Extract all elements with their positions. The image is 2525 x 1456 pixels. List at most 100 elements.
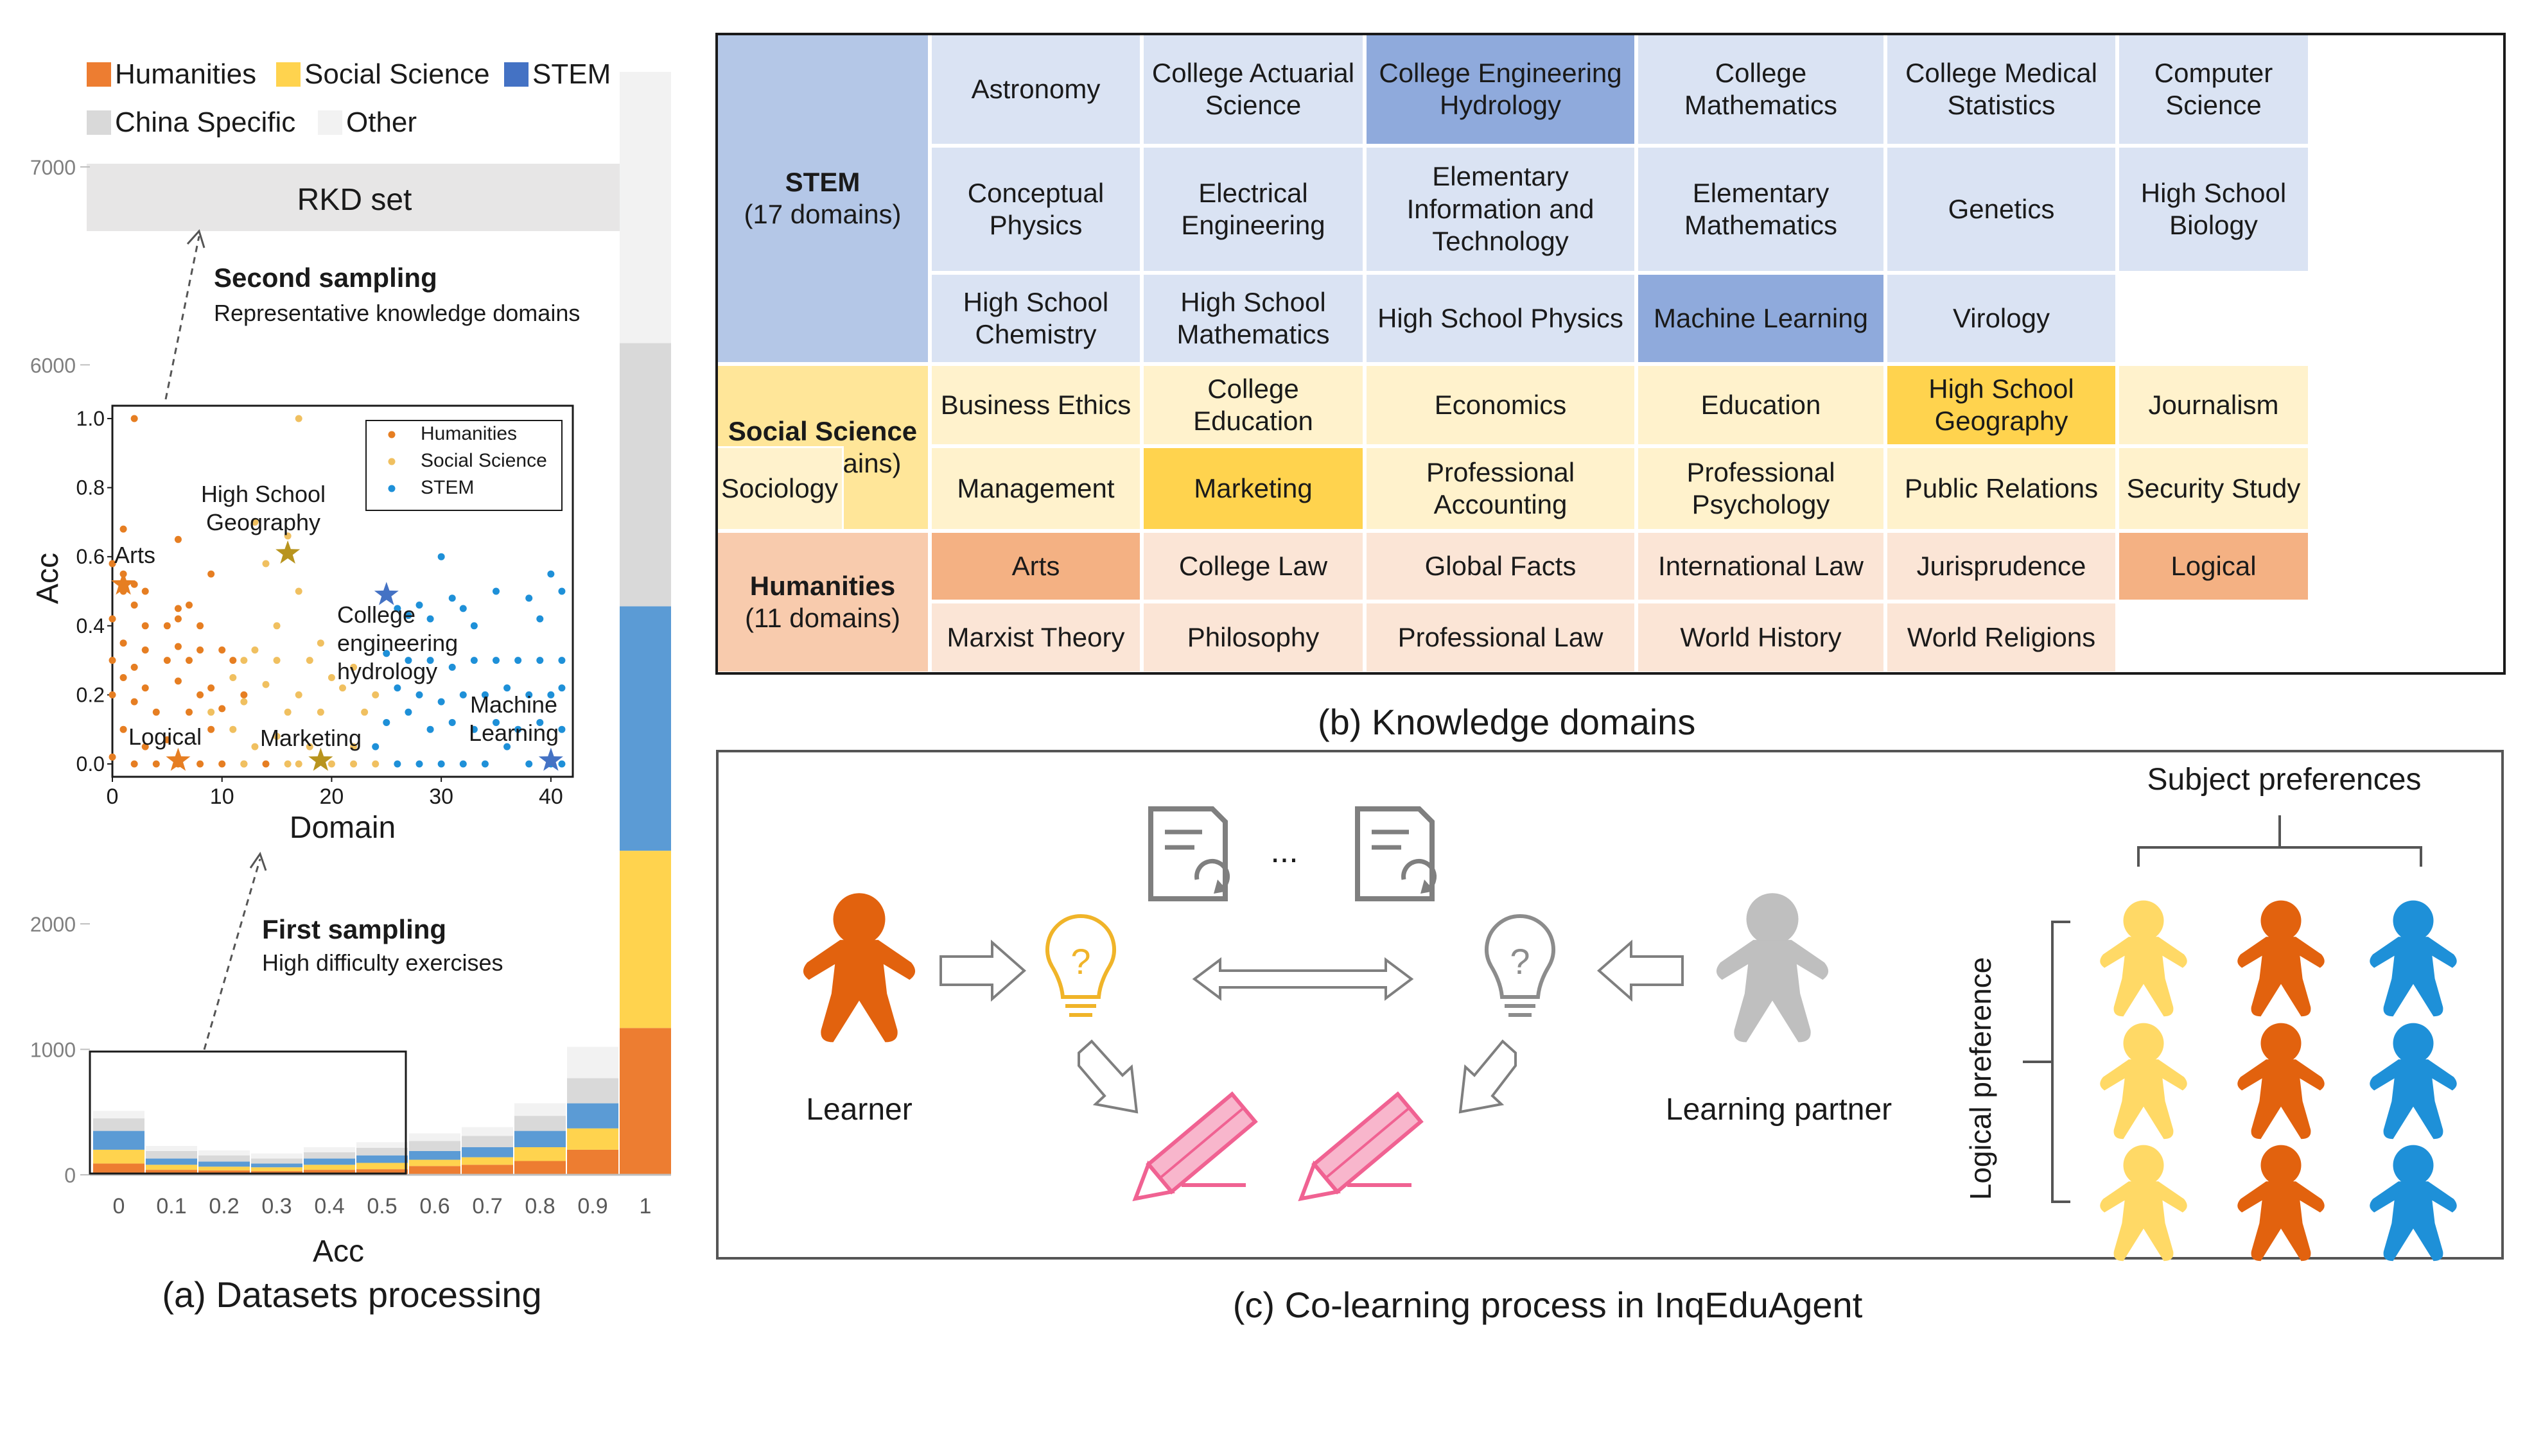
bar-segment-china-specific bbox=[251, 1158, 302, 1164]
bar-segment-humanities bbox=[462, 1165, 513, 1175]
scatter-point-social-science bbox=[262, 680, 270, 688]
bar-segment-china-specific bbox=[567, 1078, 618, 1104]
domain-cell: College Law bbox=[1142, 531, 1365, 602]
scatter-point-social-science bbox=[273, 732, 281, 740]
scatter-point-humanities bbox=[207, 725, 215, 733]
scatter-point-humanities bbox=[207, 570, 215, 578]
person-icon bbox=[2237, 1145, 2325, 1261]
y-axis-title: Acc bbox=[31, 553, 65, 604]
y-tick-label: 0 bbox=[64, 1164, 76, 1187]
scatter-legend-marker bbox=[388, 431, 396, 438]
y-tick-label: 0.2 bbox=[76, 683, 105, 706]
domain-cell: Journalism bbox=[2117, 364, 2310, 446]
scatter-point-stem bbox=[394, 605, 401, 612]
bar-segment-other bbox=[409, 1133, 460, 1141]
person-icon bbox=[2370, 1145, 2457, 1261]
scatter-point-stem bbox=[503, 684, 511, 692]
scatter-point-stem bbox=[394, 760, 401, 768]
bar-segment-other bbox=[567, 1046, 618, 1079]
x-tick-label: 0.5 bbox=[367, 1194, 397, 1218]
legend-label: STEM bbox=[532, 58, 611, 90]
category-name: Humanities bbox=[749, 570, 896, 601]
bar-segment-other bbox=[251, 1153, 302, 1159]
bar-segment-stem bbox=[251, 1163, 302, 1168]
x-tick-label: 0.8 bbox=[525, 1194, 555, 1218]
scatter-point-humanities bbox=[141, 743, 149, 750]
scatter-point-social-science bbox=[350, 743, 358, 750]
scatter-point-stem bbox=[536, 615, 544, 623]
learner-label: Learner bbox=[806, 1093, 912, 1127]
first-sampling-arrowhead bbox=[249, 851, 267, 871]
category-header-stem: STEM(17 domains) bbox=[715, 33, 930, 364]
scatter-point-stem bbox=[448, 663, 456, 671]
scatter-point-stem bbox=[547, 570, 555, 578]
scatter-point-stem bbox=[448, 594, 456, 602]
category-header-humanities: Humanities(11 domains) bbox=[715, 531, 930, 673]
scatter-point-stem bbox=[426, 725, 434, 733]
scatter-point-humanities bbox=[174, 615, 182, 623]
legend-swatch bbox=[87, 62, 111, 87]
scatter-point-humanities bbox=[207, 684, 215, 692]
scatter-point-stem bbox=[394, 684, 401, 692]
scatter-point-social-science bbox=[284, 760, 292, 768]
bar-segment-humanities bbox=[356, 1169, 408, 1175]
scatter-point-social-science bbox=[240, 760, 248, 768]
x-tick-label: 1 bbox=[640, 1194, 652, 1218]
x-axis-title: Acc bbox=[313, 1235, 364, 1269]
domain-cell: Education bbox=[1636, 364, 1885, 446]
domain-cell: Security Study bbox=[2117, 446, 2310, 531]
scatter-legend-marker bbox=[388, 458, 396, 465]
bar-segment-stem bbox=[146, 1158, 197, 1165]
scatter-point-humanities bbox=[109, 560, 116, 568]
scatter-point-humanities bbox=[109, 753, 116, 761]
ellipsis: ... bbox=[1270, 833, 1298, 870]
bar-segment-other bbox=[514, 1103, 566, 1116]
category-count: (17 domains) bbox=[744, 199, 902, 229]
scatter-point-humanities bbox=[218, 646, 226, 654]
subject-preferences-label: Subject preferences bbox=[2147, 763, 2422, 797]
bar-segment-social-science bbox=[251, 1167, 302, 1172]
bar-segment-stem bbox=[304, 1158, 355, 1165]
scatter-point-social-science bbox=[306, 743, 313, 750]
bar-segment-stem bbox=[514, 1131, 566, 1147]
domain-cell: Sociology bbox=[715, 446, 844, 531]
highlight-star bbox=[308, 747, 333, 771]
scatter-point-stem bbox=[405, 612, 412, 620]
scatter-point-stem bbox=[558, 725, 566, 733]
y-tick-label: 0.0 bbox=[76, 752, 105, 776]
caption-c: (c) Co-learning process in InqEduAgent bbox=[1233, 1285, 1863, 1325]
domain-cell: Economics bbox=[1365, 364, 1636, 446]
scatter-point-stem bbox=[558, 760, 566, 768]
scatter-point-social-science bbox=[273, 622, 281, 630]
domain-cell: Global Facts bbox=[1365, 531, 1636, 602]
scatter-point-stem bbox=[503, 743, 511, 750]
scatter-point-stem bbox=[525, 760, 533, 768]
bar-segment-social-science bbox=[409, 1159, 460, 1166]
scatter-point-social-science bbox=[295, 415, 302, 422]
scatter-point-stem bbox=[558, 587, 566, 595]
rkd-set-box bbox=[87, 164, 623, 231]
scatter-point-social-science bbox=[328, 674, 335, 681]
legend-label: China Specific bbox=[115, 107, 295, 138]
highlight-label: Arts bbox=[114, 542, 155, 568]
bar-segment-other bbox=[198, 1150, 250, 1156]
logical-preference-label: Logical preference bbox=[1964, 957, 1997, 1200]
scatter-point-social-science bbox=[295, 691, 302, 698]
document-refresh-icon bbox=[1355, 806, 1437, 901]
scatter-point-humanities bbox=[229, 657, 237, 664]
scatter-point-stem bbox=[481, 691, 489, 698]
x-tick-label: 0.9 bbox=[577, 1194, 607, 1218]
bar-segment-china-specific bbox=[409, 1141, 460, 1151]
bar-segment-china-specific bbox=[93, 1118, 144, 1131]
bar-segment-china-specific bbox=[514, 1116, 566, 1131]
scatter-point-humanities bbox=[163, 657, 171, 664]
legend-swatch bbox=[504, 62, 529, 87]
highlight-label: Marketing bbox=[260, 725, 362, 751]
down-left-arrow-icon bbox=[1458, 1039, 1517, 1114]
